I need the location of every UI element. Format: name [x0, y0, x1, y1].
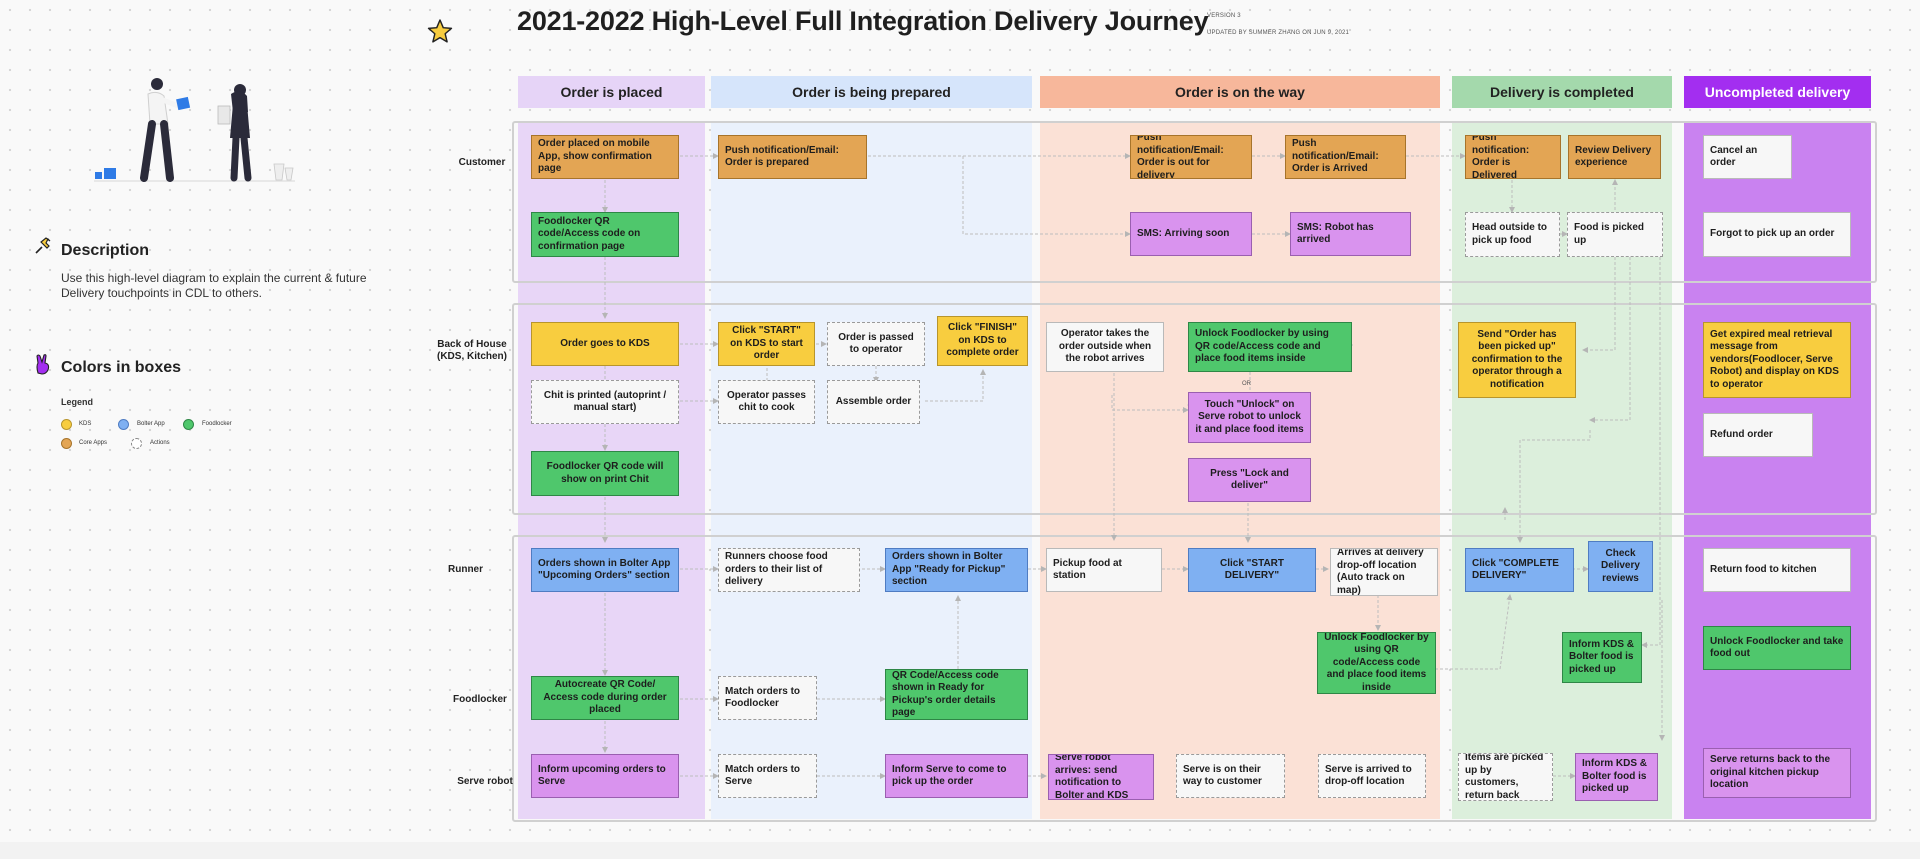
box-items-picked-return: Items are picked up by customers, return…: [1458, 753, 1553, 801]
box-chit-printed: Chit is printed (autoprint / manual star…: [531, 380, 679, 424]
box-pickup-at-station: Pickup food at station: [1046, 548, 1162, 592]
box-review-delivery: Review Delivery experience: [1568, 135, 1661, 179]
box-click-complete-delivery: Click "COMPLETE DELIVERY": [1465, 548, 1574, 592]
box-match-serve: Match orders to Serve: [718, 754, 817, 798]
legend-kds-label: KDS: [79, 421, 92, 427]
lane-back-of-house: [512, 303, 1877, 515]
box-click-start-kds: Click "START" on KDS to start order: [718, 322, 815, 366]
box-push-order-arrived: Push notification/Email: Order is Arrive…: [1285, 135, 1406, 179]
box-serve-on-way: Serve is on their way to customer: [1176, 754, 1285, 798]
box-press-lock-deliver: Press "Lock and deliver": [1188, 458, 1311, 502]
box-click-finish-kds: Click "FINISH" on KDS to complete order: [937, 316, 1028, 366]
legend-foodlocker-dot: [183, 419, 194, 430]
version-label: VERSION 3: [1207, 13, 1241, 19]
box-sms-robot-arrived: SMS: Robot has arrived: [1290, 212, 1411, 256]
legend-bolter-label: Bolter App: [137, 421, 165, 427]
box-qr-ready-pickup: QR Code/Access code shown in Ready for P…: [885, 669, 1028, 720]
box-order-placed-mobile-app: Order placed on mobile App, show confirm…: [531, 135, 679, 179]
row-label-runner: Runner: [448, 564, 483, 575]
box-operator-takes-order: Operator takes the order outside when th…: [1046, 322, 1164, 372]
box-inform-kds-serve: Inform KDS & Bolter food is picked up: [1575, 753, 1658, 801]
box-assemble-order: Assemble order: [827, 380, 920, 424]
legend-actions-label: Actions: [150, 440, 170, 446]
page-title: 2021-2022 High-Level Full Integration De…: [517, 6, 1209, 36]
box-head-outside: Head outside to pick up food: [1465, 212, 1560, 257]
box-return-food-kitchen: Return food to kitchen: [1703, 548, 1851, 592]
box-food-picked-up: Food is picked up: [1567, 212, 1663, 257]
phase-order-placed-header: Order is placed: [518, 76, 705, 108]
phase-on-the-way-header: Order is on the way: [1040, 76, 1440, 108]
box-push-order-prepared: Push notification/Email: Order is prepar…: [718, 135, 867, 179]
updated-label: UPDATED BY SUMMER ZHANG ON JUN 9, 2021: [1207, 30, 1350, 36]
row-label-back-of-house: Back of House (KDS, Kitchen): [437, 339, 507, 362]
box-expired-meal-retrieval: Get expired meal retrieval message from …: [1703, 322, 1851, 398]
box-sms-arriving-soon: SMS: Arriving soon: [1130, 212, 1252, 256]
peace-hand-icon: [36, 354, 50, 375]
description-heading: Description: [61, 242, 150, 259]
description-text: Use this high-level diagram to explain t…: [61, 271, 367, 300]
box-match-foodlocker: Match orders to Foodlocker: [718, 676, 817, 720]
box-operator-passes-chit: Operator passes chit to cook: [718, 380, 815, 424]
box-arrives-dropoff: Arrives at delivery drop-off location (A…: [1330, 548, 1438, 596]
lane-customer: [512, 121, 1877, 283]
box-forgot-pickup: Forgot to pick up an order: [1703, 212, 1851, 257]
legend-title: Legend: [61, 397, 94, 407]
box-serve-arrives-notify: Serve robot arrives: send notification t…: [1048, 754, 1154, 800]
legend-kds-dot: [61, 419, 72, 430]
box-touch-unlock-serve: Touch "Unlock" on Serve robot to unlock …: [1188, 392, 1311, 443]
box-foodlocker-qr-confirmation: Foodlocker QR code/Access code on confir…: [531, 212, 679, 257]
box-order-passed-operator: Order is passed to operator: [827, 322, 925, 366]
box-unlock-take-food-out: Unlock Foodlocker and take food out: [1703, 626, 1851, 670]
box-push-order-delivered: Push notification: Order is Delivered: [1465, 135, 1561, 179]
box-check-reviews: Check Delivery reviews: [1588, 541, 1653, 592]
box-inform-kds-foodlocker: Inform KDS & Bolter food is picked up: [1562, 632, 1642, 683]
legend-coreapps-dot: [61, 438, 72, 449]
box-orders-upcoming: Orders shown in Bolter App "Upcoming Ord…: [531, 548, 679, 592]
box-unlock-foodlocker-runner: Unlock Foodlocker by using QR code/Acces…: [1317, 632, 1436, 694]
box-foodlocker-qr-chit: Foodlocker QR code will show on print Ch…: [531, 451, 679, 496]
box-refund-order: Refund order: [1703, 413, 1813, 457]
legend-coreapps-label: Core Apps: [79, 440, 108, 446]
phase-order-prepared-header: Order is being prepared: [711, 76, 1032, 108]
box-autocreate-qr: Autocreate QR Code/ Access code during o…: [531, 676, 679, 720]
box-order-goes-kds: Order goes to KDS: [531, 322, 679, 366]
box-cancel-order: Cancel an order: [1703, 135, 1792, 179]
bottom-scroll-strip: [0, 842, 1920, 859]
box-inform-upcoming-serve: Inform upcoming orders to Serve: [531, 754, 679, 798]
delivery-people-illustration: [94, 78, 295, 182]
box-inform-serve-pickup: Inform Serve to come to pick up the orde…: [885, 754, 1028, 798]
box-serve-arrived-dropoff: Serve is arrived to drop-off location: [1318, 754, 1426, 798]
pin-icon: [35, 237, 51, 254]
phase-uncompleted-header: Uncompleted delivery: [1684, 76, 1871, 108]
row-label-customer: Customer: [458, 157, 506, 168]
lane-runner-foodlocker-serve: [512, 535, 1877, 822]
box-push-out-for-delivery: Push notification/Email: Order is out fo…: [1130, 135, 1252, 179]
box-click-start-delivery: Click "START DELIVERY": [1188, 548, 1316, 592]
or-label: OR: [1242, 381, 1251, 387]
box-unlock-foodlocker-boh: Unlock Foodlocker by using QR code/Acces…: [1188, 322, 1352, 372]
box-orders-ready-pickup: Orders shown in Bolter App "Ready for Pi…: [885, 548, 1028, 592]
box-runners-choose: Runners choose food orders to their list…: [718, 548, 860, 592]
star-icon: [427, 19, 453, 43]
box-serve-returns: Serve returns back to the original kitch…: [1703, 748, 1851, 798]
box-send-picked-up-confirmation: Send "Order has been picked up" confirma…: [1458, 322, 1576, 398]
colors-heading: Colors in boxes: [61, 359, 182, 376]
legend-actions-dot: [131, 438, 142, 449]
legend-foodlocker-label: Foodlocker: [202, 421, 232, 427]
legend-bolter-dot: [118, 419, 129, 430]
row-label-foodlocker: Foodlocker: [453, 694, 507, 705]
phase-delivery-completed-header: Delivery is completed: [1452, 76, 1672, 108]
row-label-serve-robot: Serve robot: [457, 776, 513, 787]
